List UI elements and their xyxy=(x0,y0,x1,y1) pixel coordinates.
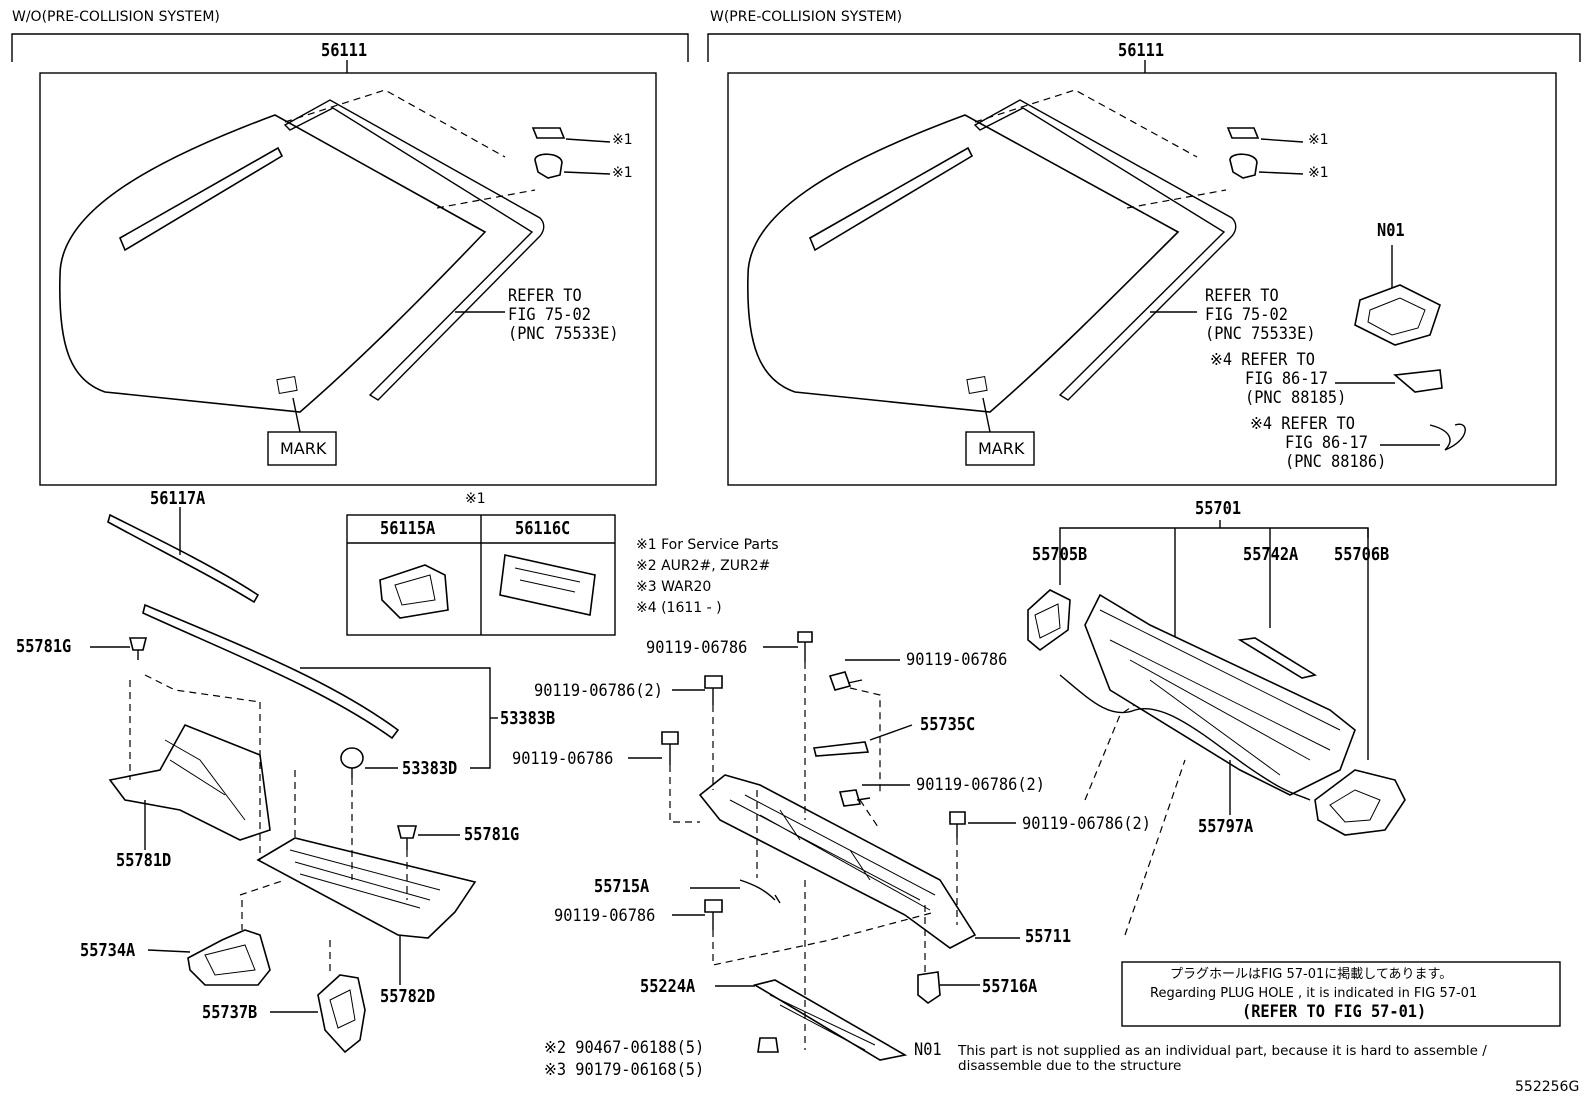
mark-label-left: MARK xyxy=(280,439,327,458)
part-55742A[interactable]: 55742A xyxy=(1243,544,1299,565)
refer4b-line2: FIG 86-17 xyxy=(1285,433,1368,453)
part-55716A[interactable]: 55716A xyxy=(982,976,1038,997)
part-55705B[interactable]: 55705B xyxy=(1032,544,1088,565)
refer-right-line1: REFER TO xyxy=(1205,286,1279,306)
refer4a-line3: (PNC 88185) xyxy=(1245,388,1347,408)
service-note-left-1: ※1 xyxy=(612,132,633,148)
right-section-bracket xyxy=(707,33,1581,62)
left-section-bracket xyxy=(11,33,689,62)
right-glass-box xyxy=(727,72,1557,486)
service-note-left-2: ※1 xyxy=(612,165,633,181)
right-windshield xyxy=(747,89,1466,466)
service-note-right-1: ※1 xyxy=(1308,132,1329,148)
n01-label[interactable]: N01 xyxy=(914,1040,942,1060)
mark-label-right: MARK xyxy=(978,439,1025,458)
part-55781D[interactable]: 55781D xyxy=(116,850,172,871)
section-title-with-pcs: W(PRE-COLLISION SYSTEM) xyxy=(710,9,903,25)
part-56115A[interactable]: 56115A xyxy=(380,518,436,539)
part-55711[interactable]: 55711 xyxy=(1025,926,1072,947)
bolt-label-1[interactable]: 90119-06786 xyxy=(646,638,748,658)
legend-2: ※2 AUR2#, ZUR2# xyxy=(636,558,771,574)
part-55715A[interactable]: 55715A xyxy=(594,876,650,897)
plug-note-refer[interactable]: (REFER TO FIG 57-01) xyxy=(1242,1002,1427,1022)
center-cowl-assembly xyxy=(628,631,1186,1061)
legend-3: ※3 WAR20 xyxy=(636,579,712,595)
bolt-label-7[interactable]: 90119-06786 xyxy=(554,906,656,926)
service-table-note: ※1 xyxy=(465,491,486,507)
part-56117A[interactable]: 56117A xyxy=(150,488,206,509)
refer4a-line2: FIG 86-17 xyxy=(1245,369,1328,389)
figure-id: 552256G xyxy=(1515,1079,1580,1095)
part-55734A[interactable]: 55734A xyxy=(80,940,136,961)
refer4a-line1: ※4 REFER TO xyxy=(1210,350,1315,370)
left-glass-box xyxy=(39,72,657,486)
part-55701[interactable]: 55701 xyxy=(1195,498,1242,519)
refer4b-line1: ※4 REFER TO xyxy=(1250,414,1355,434)
plug-note-jp: プラグホールはFIG 57-01に掲載してあります。 xyxy=(1170,967,1453,982)
part-55735C[interactable]: 55735C xyxy=(920,714,976,735)
part-55224A[interactable]: 55224A xyxy=(640,976,696,997)
left-cowl-assembly xyxy=(90,507,498,1054)
bolt-label-5[interactable]: 90119-06786(2) xyxy=(916,775,1045,795)
n01-note-line1: This part is not supplied as an individu… xyxy=(958,1043,1487,1059)
n01-note-line2: disassemble due to the structure xyxy=(958,1058,1182,1074)
clip-label-war[interactable]: ※3 90179-06168(5) xyxy=(544,1060,705,1080)
bolt-label-4[interactable]: 90119-06786 xyxy=(512,749,614,769)
service-parts-table xyxy=(346,514,616,636)
part-55737B[interactable]: 55737B xyxy=(202,1002,258,1023)
part-55781G-upper[interactable]: 55781G xyxy=(16,636,72,657)
part-53383B[interactable]: 53383B xyxy=(500,708,556,729)
section-title-without-pcs: W/O(PRE-COLLISION SYSTEM) xyxy=(12,9,220,25)
plug-hole-note-box xyxy=(1121,961,1561,1027)
bolt-label-2[interactable]: 90119-06786(2) xyxy=(534,681,663,701)
part-56116C[interactable]: 56116C xyxy=(515,518,571,539)
refer-left-line3: (PNC 75533E) xyxy=(508,324,619,344)
refer-right-line2: FIG 75-02 xyxy=(1205,305,1288,325)
part-55782D[interactable]: 55782D xyxy=(380,986,436,1007)
left-windshield xyxy=(58,89,611,466)
part-53383D[interactable]: 53383D xyxy=(402,758,458,779)
legend-1: ※1 For Service Parts xyxy=(636,537,779,553)
part-n01-sensor-bracket[interactable]: N01 xyxy=(1377,220,1405,241)
bolt-label-6[interactable]: 90119-06786(2) xyxy=(1022,814,1151,834)
right-cowl-assembly xyxy=(1027,520,1406,836)
part-55706B[interactable]: 55706B xyxy=(1334,544,1390,565)
clip-label-aur[interactable]: ※2 90467-06188(5) xyxy=(544,1038,705,1058)
refer4b-line3: (PNC 88186) xyxy=(1285,452,1387,472)
refer-left-line1: REFER TO xyxy=(508,286,582,306)
bolt-label-3[interactable]: 90119-06786 xyxy=(906,650,1008,670)
part-56111-right[interactable]: 56111 xyxy=(1118,40,1165,61)
part-55797A[interactable]: 55797A xyxy=(1198,816,1254,837)
legend-4: ※4 (1611 - ) xyxy=(636,600,722,616)
service-note-right-2: ※1 xyxy=(1308,165,1329,181)
part-55781G-lower[interactable]: 55781G xyxy=(464,824,520,845)
plug-note-en: Regarding PLUG HOLE , it is indicated in… xyxy=(1150,986,1478,1001)
refer-right-line3: (PNC 75533E) xyxy=(1205,324,1316,344)
part-56111-left[interactable]: 56111 xyxy=(321,40,368,61)
refer-left-line2: FIG 75-02 xyxy=(508,305,591,325)
